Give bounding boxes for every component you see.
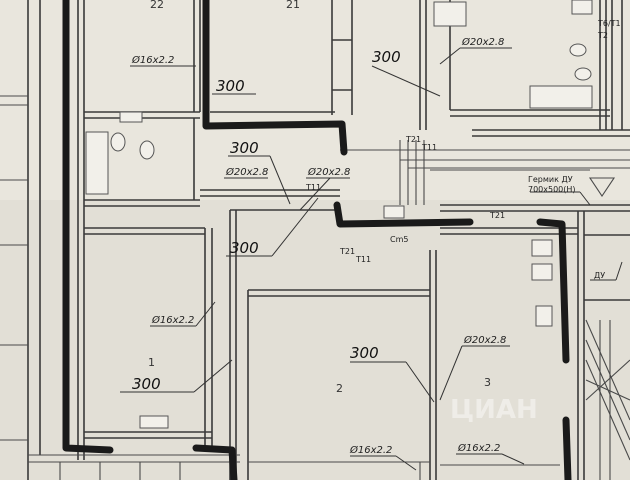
marker-t21-upper: T21 bbox=[405, 135, 421, 144]
dimension-hall: 300 bbox=[230, 239, 259, 257]
marker-du: ДУ bbox=[594, 271, 605, 280]
pipe-label-room3: Ø20x2.8 bbox=[463, 334, 506, 346]
bathtub-top bbox=[529, 85, 593, 109]
pipe-label-bottom-mid: Ø16x2.2 bbox=[349, 444, 392, 456]
room-number-1: 1 bbox=[148, 356, 155, 369]
grille-label-line1: Гермик ДУ bbox=[528, 175, 573, 184]
marker-t11-hall: T11 bbox=[355, 255, 371, 264]
room-number-3: 3 bbox=[484, 376, 491, 389]
heating-pipes bbox=[62, 0, 572, 480]
room-number-22: 22 bbox=[150, 0, 164, 11]
pipe-label-room1: Ø16x2.2 bbox=[151, 314, 194, 326]
cabinet-top bbox=[571, 0, 593, 15]
pipe-room3 bbox=[536, 218, 570, 364]
marker-t11-corridor: T11 bbox=[305, 183, 321, 192]
boiler-room3 bbox=[535, 305, 553, 327]
radiator-room1 bbox=[139, 415, 169, 429]
pipe-riser-left bbox=[62, 0, 114, 454]
toilet-room3 bbox=[531, 263, 553, 281]
washer-top bbox=[433, 1, 467, 27]
room-number-21: 21 bbox=[286, 0, 300, 11]
fixtures bbox=[85, 0, 593, 429]
toilet-22 bbox=[110, 132, 126, 152]
dimension-room21: 300 bbox=[216, 77, 245, 95]
sink-22 bbox=[139, 140, 155, 160]
pipe-riser-bottom bbox=[192, 444, 238, 480]
marker-t11-upper: T11 bbox=[421, 143, 437, 152]
toilet-top bbox=[569, 43, 587, 57]
corner-label-line2: T2 bbox=[597, 31, 608, 40]
pipe-room3-lower bbox=[562, 416, 572, 480]
pipe-room21 bbox=[202, 0, 348, 156]
sink-room3 bbox=[531, 239, 553, 257]
bathtub-22 bbox=[85, 131, 109, 195]
room-number-2: 2 bbox=[336, 382, 343, 395]
air-grille-symbol bbox=[588, 177, 616, 197]
sink-counter-22 bbox=[119, 111, 143, 123]
pipe-corridor bbox=[333, 201, 474, 228]
watermark-logo: ЦИАН bbox=[450, 395, 538, 425]
pipe-label-room22: Ø16x2.2 bbox=[131, 54, 174, 66]
marker-t21-room3: T21 bbox=[489, 211, 505, 220]
corner-label-line1: T6/T1 bbox=[597, 19, 621, 28]
pipe-label-top-right: Ø20x2.8 bbox=[461, 36, 504, 48]
valve-block bbox=[383, 205, 405, 219]
pipe-label-corridor-mid: Ø20x2.8 bbox=[307, 166, 350, 178]
pipe-label-bottom-right: Ø16x2.2 bbox=[457, 442, 500, 454]
leader-lines bbox=[120, 47, 623, 471]
paper-shadow bbox=[0, 200, 630, 480]
sink-top bbox=[574, 67, 592, 81]
marker-cm5: Cm5 bbox=[390, 235, 408, 244]
dimension-corridor: 300 bbox=[230, 139, 259, 157]
dimension-top-right: 300 bbox=[372, 48, 401, 66]
dimension-room1: 300 bbox=[132, 375, 161, 393]
grille-label-line2: 700x500(H) bbox=[528, 185, 576, 194]
dimension-room2: 300 bbox=[350, 344, 379, 362]
pipe-label-corridor-left: Ø20x2.8 bbox=[225, 166, 268, 178]
marker-t21-hall: T21 bbox=[339, 247, 355, 256]
